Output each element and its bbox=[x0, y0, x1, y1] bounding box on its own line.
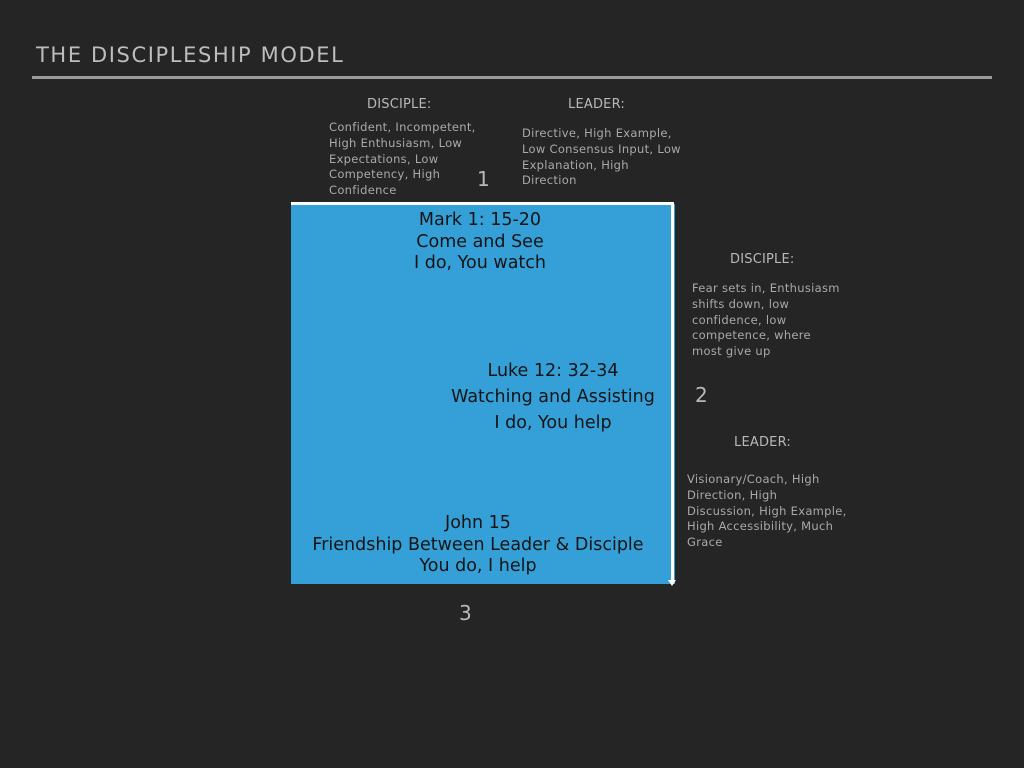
stage-3-phrase: Friendship Between Leader & Disciple bbox=[312, 534, 644, 555]
phase2-leader-description: Visionary/Coach, High Direction, High Di… bbox=[687, 472, 847, 550]
stage-1: Mark 1: 15-20 Come and See I do, You wat… bbox=[380, 210, 580, 275]
phase2-disciple-description: Fear sets in, Enthusiasm shifts down, lo… bbox=[692, 281, 840, 359]
stage-1-phrase: Come and See bbox=[416, 231, 544, 252]
stage-3-reference: John 15 bbox=[445, 513, 511, 533]
phase1-disciple-heading: DISCIPLE: bbox=[367, 97, 432, 112]
page-title: THE DISCIPLESHIP MODEL bbox=[36, 43, 345, 67]
stage-1-reference: Mark 1: 15-20 bbox=[418, 210, 542, 230]
phase1-leader-heading: LEADER: bbox=[568, 97, 625, 112]
arrow-head-icon bbox=[668, 580, 676, 586]
stage-2-phrase: Watching and Assisting bbox=[451, 387, 655, 407]
stage-2-roles: I do, You help bbox=[494, 413, 612, 433]
stage-1-roles: I do, You watch bbox=[413, 253, 546, 273]
progress-arrow-right bbox=[671, 202, 674, 582]
stage-3-roles: You do, I help bbox=[419, 556, 537, 576]
phase1-disciple-description: Confident, Incompetent, High Enthusiasm,… bbox=[329, 120, 476, 198]
stage-3: John 15 Friendship Between Leader & Disc… bbox=[300, 513, 656, 578]
phase3-number: 3 bbox=[459, 601, 472, 625]
stage-2-reference: Luke 12: 32-34 bbox=[487, 361, 619, 381]
phase2-leader-heading: LEADER: bbox=[734, 435, 791, 450]
discipleship-stages-box bbox=[291, 204, 675, 584]
phase1-number: 1 bbox=[477, 167, 490, 191]
phase1-leader-description: Directive, High Example, Low Consensus I… bbox=[522, 126, 681, 188]
progress-arrow-top bbox=[291, 202, 673, 205]
title-divider bbox=[32, 76, 992, 79]
stage-2: Luke 12: 32-34 Watching and Assisting I … bbox=[440, 358, 666, 436]
phase2-disciple-heading: DISCIPLE: bbox=[730, 252, 795, 267]
phase2-number: 2 bbox=[695, 383, 708, 407]
